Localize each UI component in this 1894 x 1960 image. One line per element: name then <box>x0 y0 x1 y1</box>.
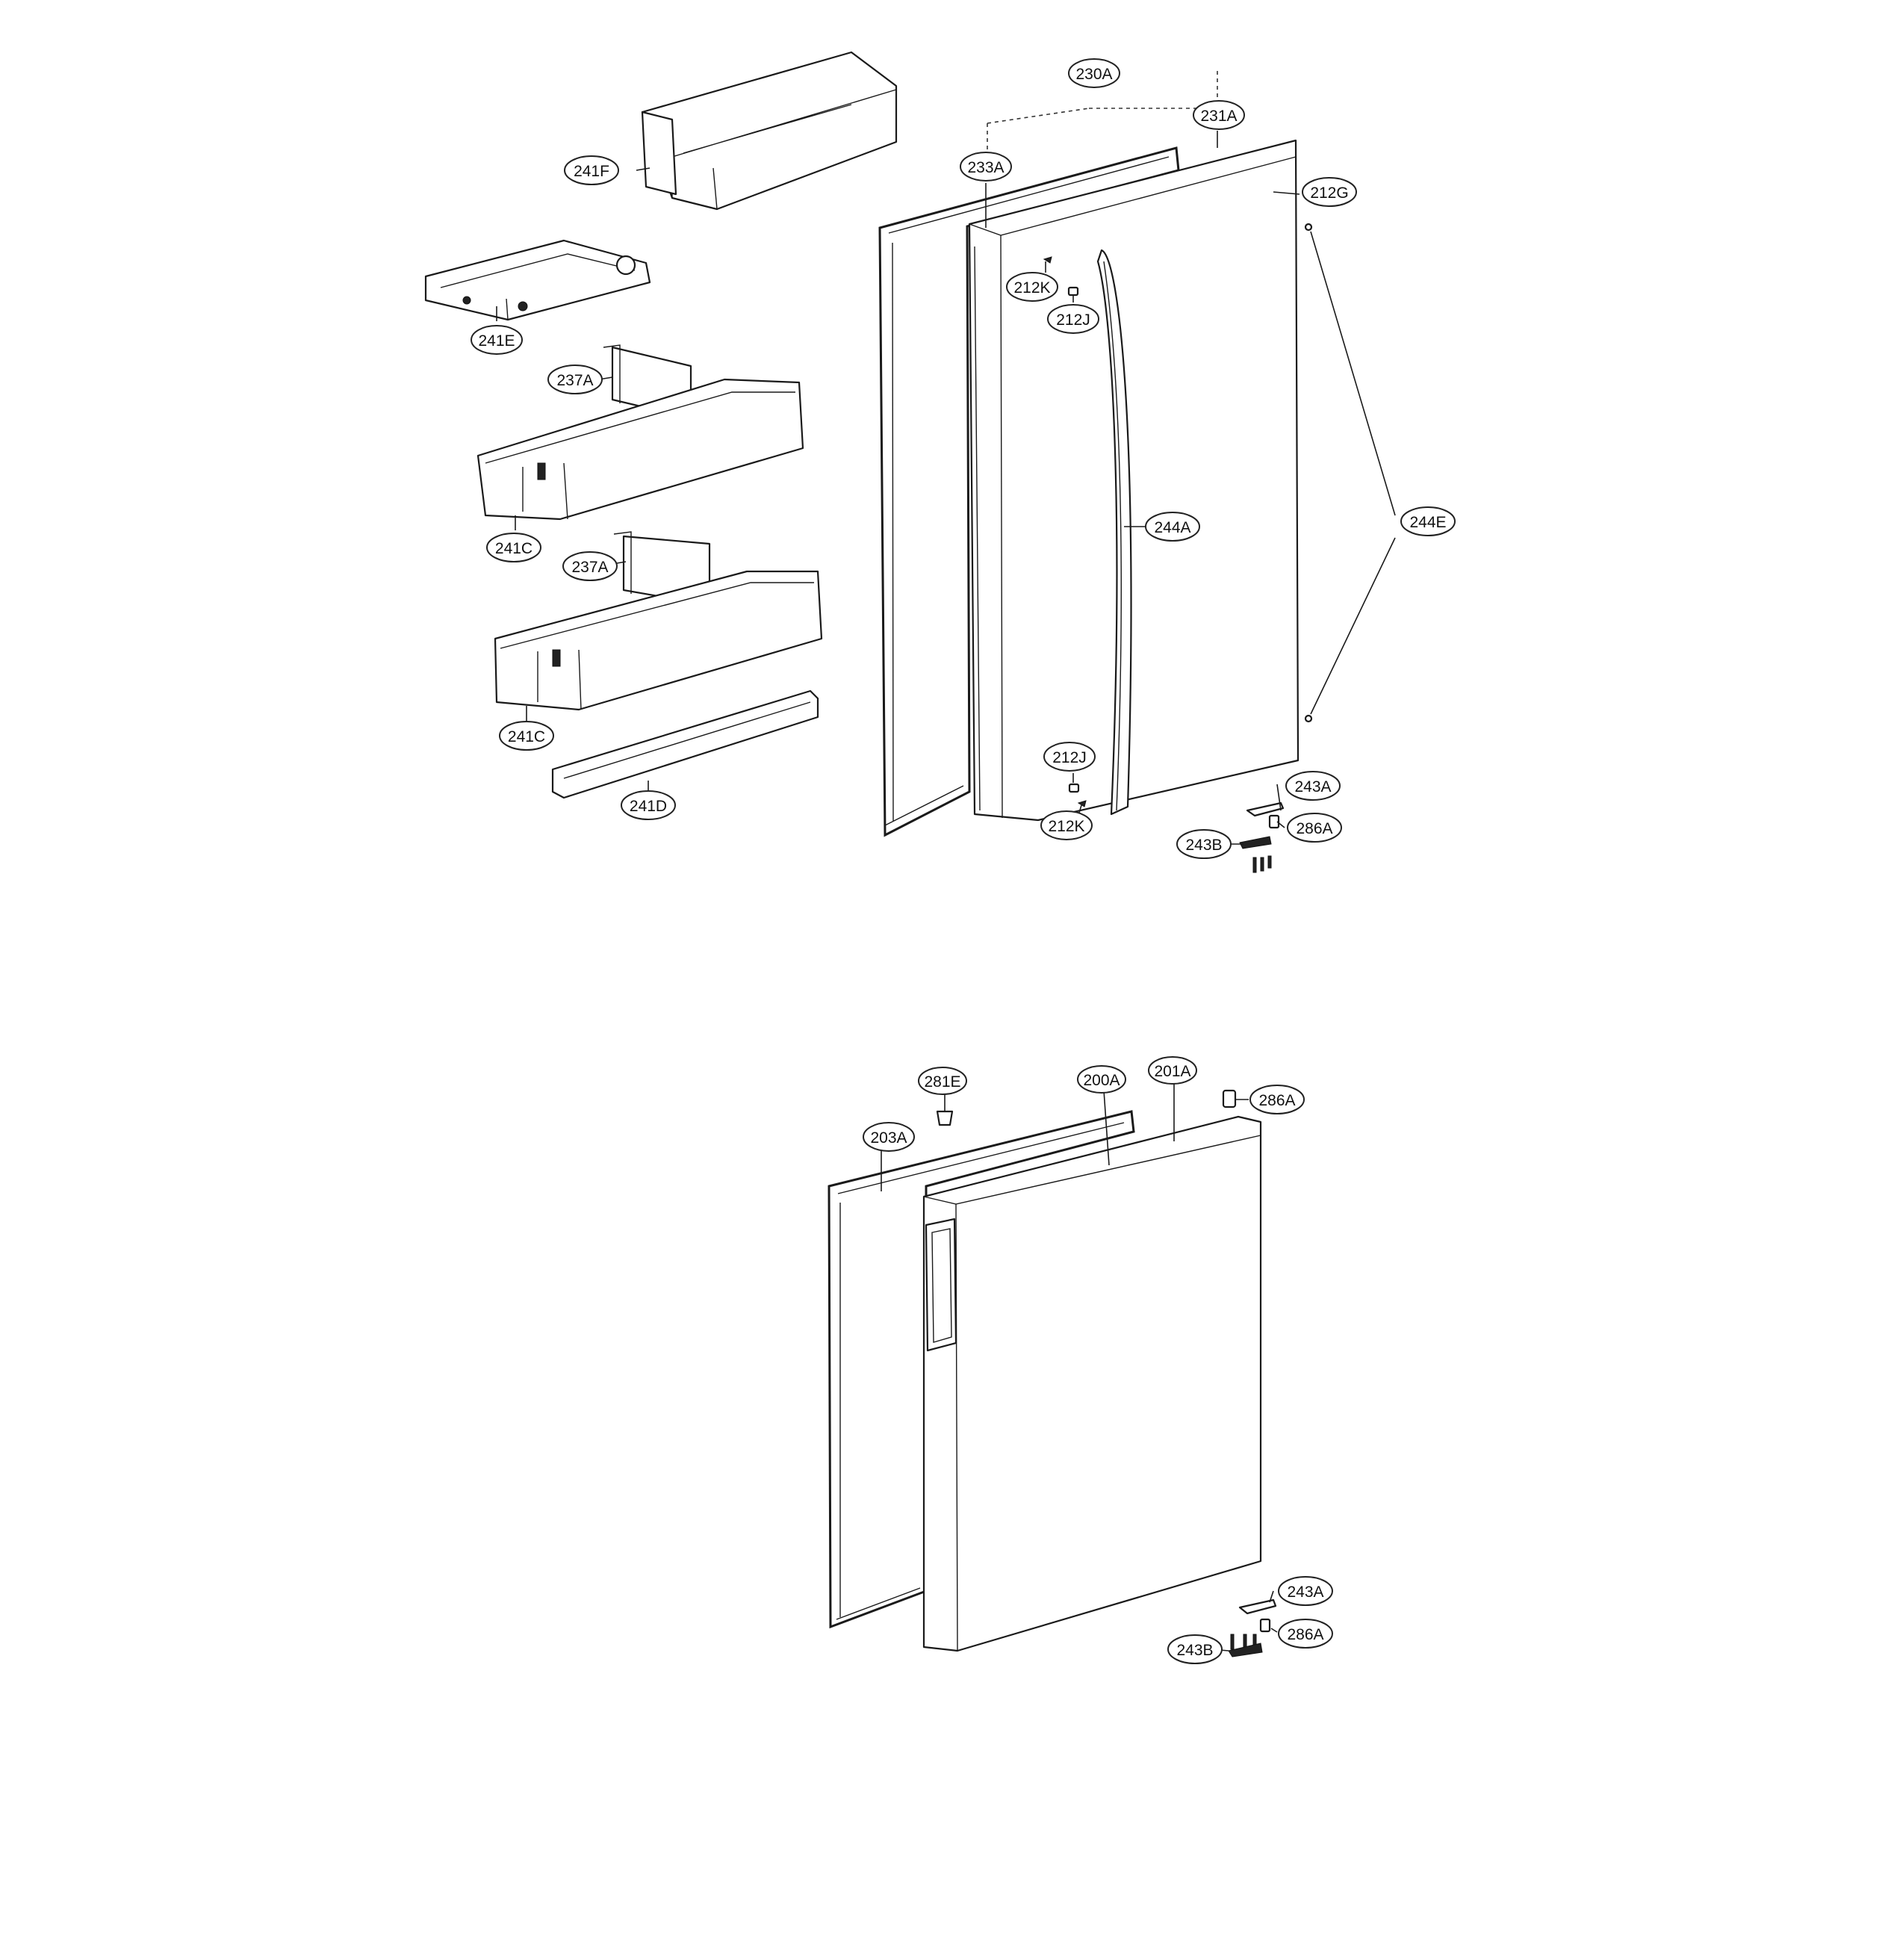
svg-text:212J: 212J <box>1052 749 1087 766</box>
callout-231A: 231A <box>1193 100 1245 130</box>
callout-212K-bottom: 212K <box>1040 810 1093 840</box>
callout-201A: 201A <box>1148 1056 1197 1085</box>
svg-text:241C: 241C <box>495 540 533 557</box>
callout-212J-top: 212J <box>1047 304 1099 334</box>
door-gasket-233A <box>878 146 1180 837</box>
callout-212J-bottom: 212J <box>1043 742 1096 772</box>
callout-230A: 230A <box>1068 58 1120 88</box>
svg-text:237A: 237A <box>571 559 608 576</box>
callout-241F: 241F <box>564 155 619 185</box>
svg-text:200A: 200A <box>1083 1072 1120 1089</box>
callout-286A-top: 286A <box>1249 1085 1305 1114</box>
lower-hinge-parts <box>1228 1598 1277 1657</box>
door-bin-241C-lower <box>494 570 823 711</box>
svg-text:212J: 212J <box>1056 311 1090 329</box>
callout-243A-upper: 243A <box>1285 771 1341 801</box>
door-bar-241D <box>551 689 819 799</box>
callout-241E: 241E <box>471 325 523 355</box>
svg-text:241E: 241E <box>478 332 515 350</box>
door-bin-241F <box>641 51 898 211</box>
svg-text:241D: 241D <box>630 798 667 815</box>
callout-237A-lower: 237A <box>562 551 618 581</box>
svg-text:243A: 243A <box>1294 778 1331 796</box>
freezer-door-panel <box>922 1115 1262 1652</box>
callout-286A-bottom: 286A <box>1278 1619 1333 1649</box>
callout-243B-upper: 243B <box>1176 829 1232 859</box>
bushing-286A-top <box>1222 1089 1237 1108</box>
freezer-door-assembly: 281E 200A 201A 286A 203A 243A 286A 243B <box>828 1056 1333 1664</box>
svg-text:243B: 243B <box>1176 1642 1213 1659</box>
callout-237A-upper: 237A <box>547 365 603 394</box>
callout-200A: 200A <box>1077 1065 1126 1094</box>
callout-243B-lower: 243B <box>1167 1634 1223 1664</box>
svg-text:237A: 237A <box>556 372 593 389</box>
callout-243A-lower: 243A <box>1278 1576 1333 1606</box>
svg-text:241C: 241C <box>508 728 545 745</box>
svg-text:212K: 212K <box>1048 818 1084 835</box>
svg-text:230A: 230A <box>1075 66 1112 83</box>
svg-text:243A: 243A <box>1287 1584 1323 1601</box>
svg-text:241F: 241F <box>574 163 609 180</box>
refrigerator-door-assembly: 230A 231A 233A 212G 212K 212J 244A 244E <box>424 51 1456 873</box>
door-shelf-241E <box>424 239 651 321</box>
callout-286A-upper: 286A <box>1287 813 1342 843</box>
freezer-gasket-203A <box>828 1110 1135 1629</box>
svg-text:286A: 286A <box>1258 1092 1295 1109</box>
callout-203A: 203A <box>863 1122 915 1152</box>
callout-281E: 281E <box>918 1067 967 1095</box>
svg-text:212G: 212G <box>1310 184 1348 202</box>
callout-241C-upper: 241C <box>486 533 541 562</box>
svg-text:203A: 203A <box>870 1129 907 1147</box>
svg-text:286A: 286A <box>1287 1626 1323 1643</box>
callout-233A: 233A <box>960 152 1012 182</box>
door-bin-241C-upper <box>476 378 804 521</box>
callout-244E: 244E <box>1400 506 1456 536</box>
callout-212K-top: 212K <box>1006 272 1058 302</box>
svg-text:244A: 244A <box>1154 519 1190 536</box>
clip-281E <box>936 1110 954 1126</box>
rod-244E <box>1304 223 1396 723</box>
refrigerator-door-panel <box>968 139 1300 822</box>
svg-text:286A: 286A <box>1296 820 1332 837</box>
svg-text:231A: 231A <box>1200 108 1237 125</box>
callout-212G: 212G <box>1302 177 1357 207</box>
callout-241D: 241D <box>621 790 676 820</box>
svg-text:244E: 244E <box>1409 514 1446 531</box>
svg-text:212K: 212K <box>1013 279 1050 297</box>
svg-text:201A: 201A <box>1154 1063 1190 1080</box>
callout-241C-lower: 241C <box>499 721 554 751</box>
svg-text:281E: 281E <box>924 1073 960 1091</box>
callout-244A: 244A <box>1145 512 1200 542</box>
upper-hinge-parts <box>1239 801 1285 873</box>
svg-text:233A: 233A <box>967 159 1004 176</box>
svg-text:243B: 243B <box>1185 837 1222 854</box>
